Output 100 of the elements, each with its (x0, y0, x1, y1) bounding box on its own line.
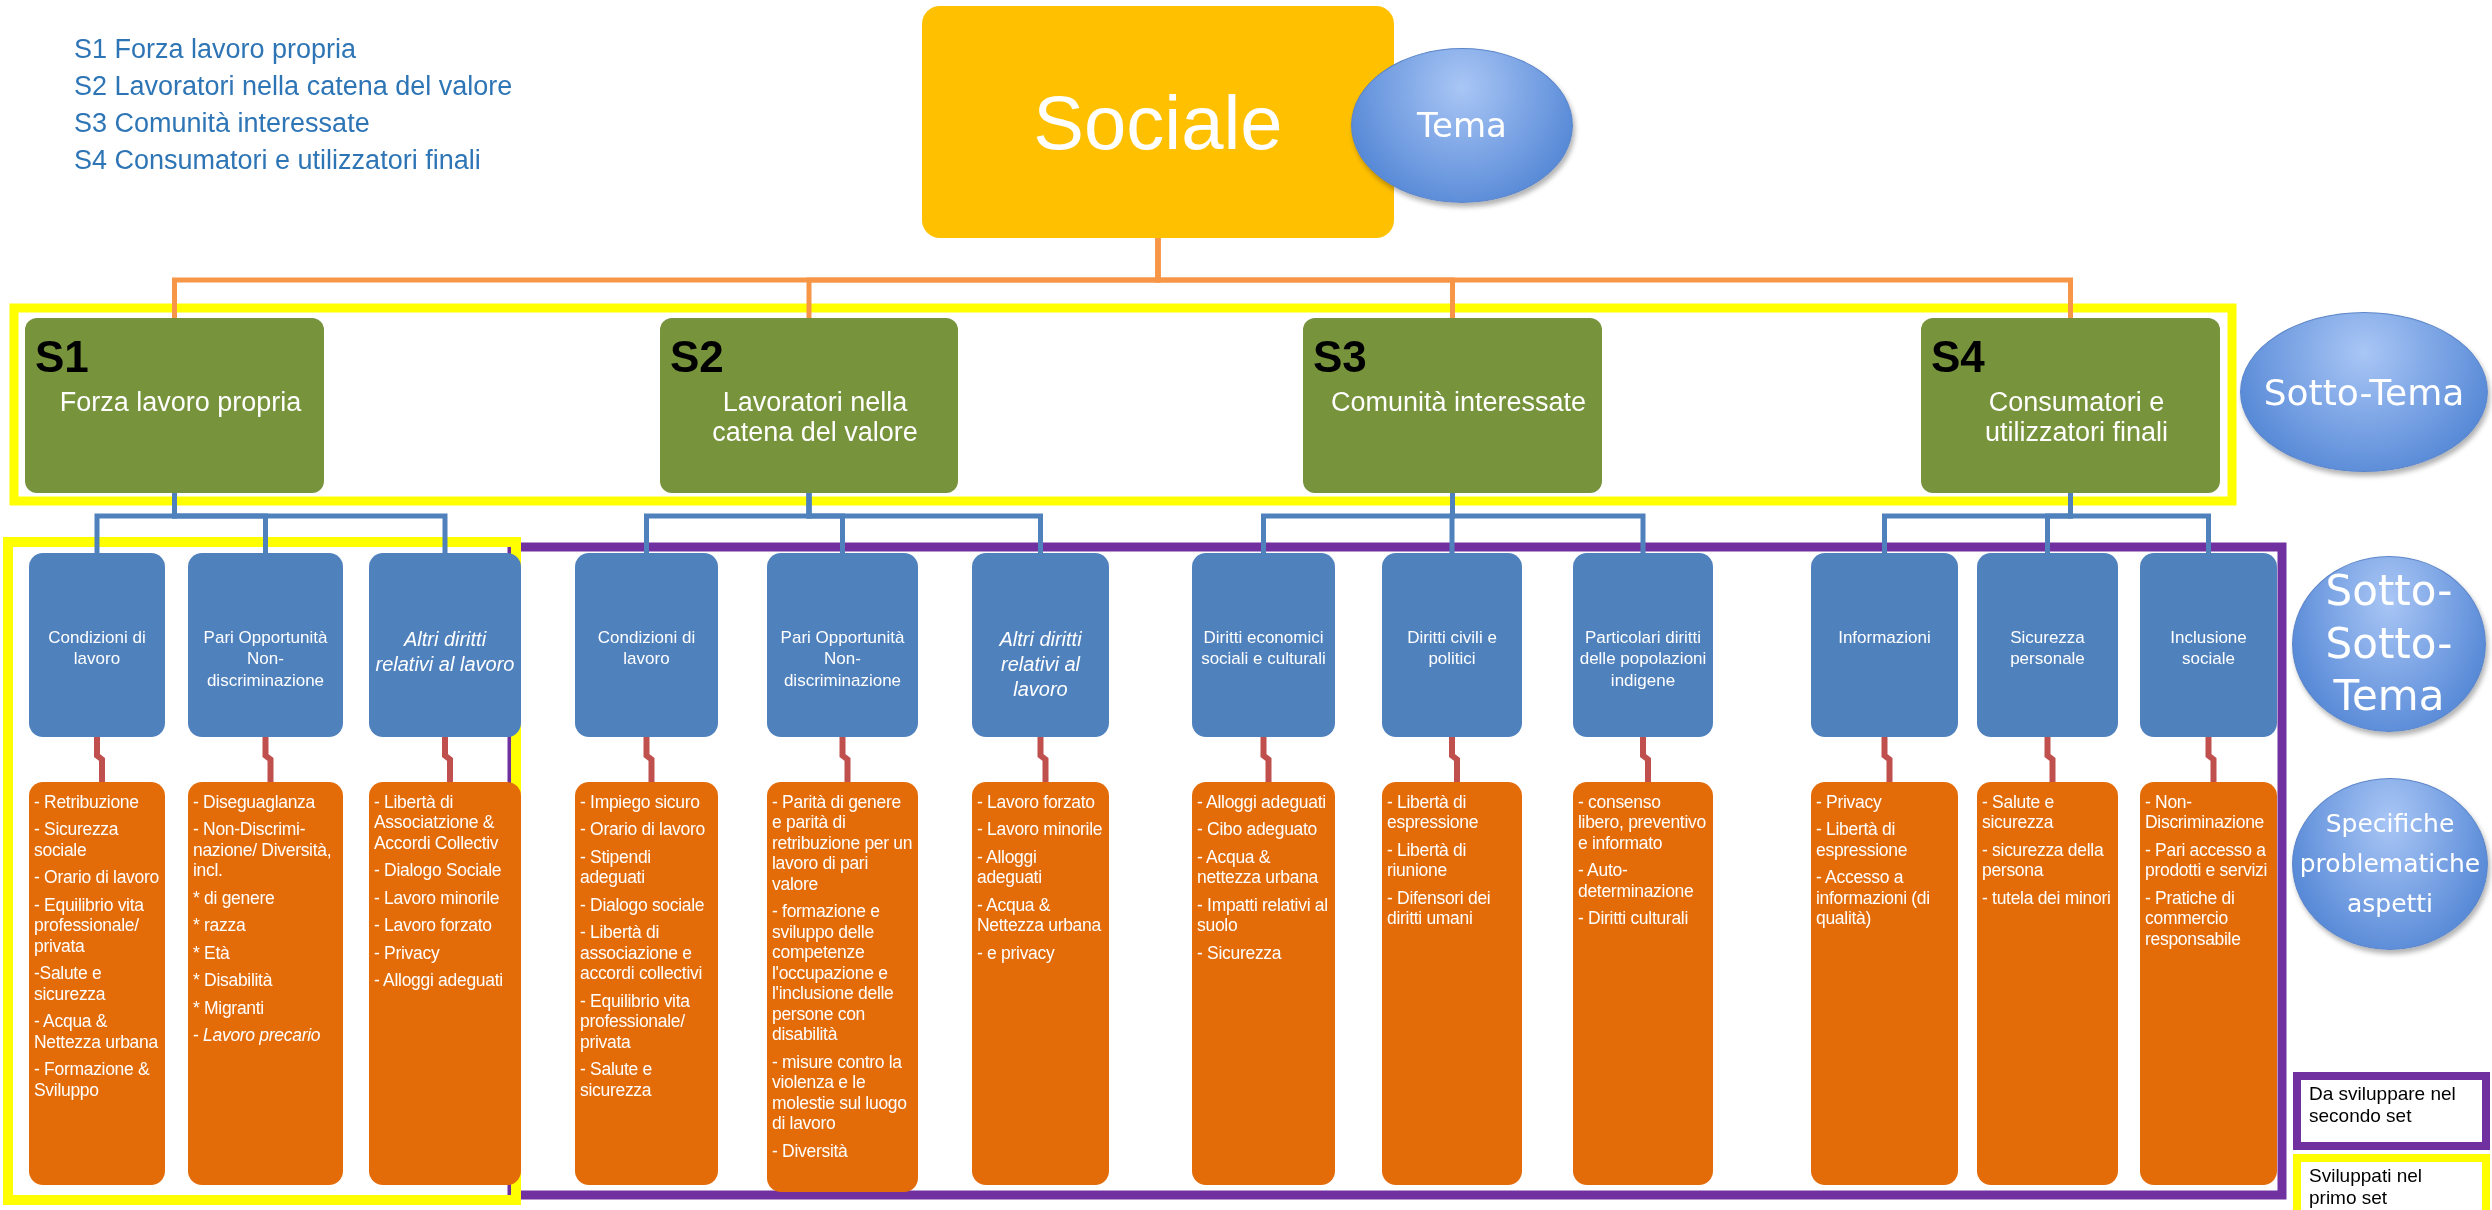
list-item: - Difensori dei diritti umani (1387, 887, 1492, 929)
issue-box (1977, 782, 2118, 1185)
list-item: - Alloggi adeguati (374, 970, 504, 991)
subsubtheme-box (2140, 553, 2277, 737)
list-item: - Lavoro forzato (374, 915, 493, 936)
connector-line (1450, 493, 1646, 553)
list-item: - Salute e sicurezza (1982, 792, 2055, 833)
note-text: S4 Consumatori e utilizzatori finali (74, 145, 481, 176)
section-number: S2 (670, 332, 724, 382)
connector-line (839, 737, 851, 782)
section-number: S3 (1313, 332, 1367, 382)
list-item: * Migranti (193, 997, 265, 1019)
box-label: Particolari diritti delle popolazioni indigene (1579, 627, 1707, 691)
subsubtheme-box (29, 553, 165, 737)
box-label: Altri diritti relativi al lavoro (375, 627, 515, 677)
list-item: - Pari accesso a prodotti e servizi (2145, 839, 2268, 881)
subsubtheme-box (972, 553, 1109, 737)
list-item: - Libertà di espressione (1387, 792, 1480, 833)
connector-line (1449, 737, 1460, 782)
issue-box (1192, 782, 1335, 1185)
list-item: - Salute e sicurezza (580, 1059, 653, 1101)
connector-line (172, 493, 448, 553)
list-item: - Formazione & Sviluppo (34, 1059, 151, 1101)
legend-text: Sviluppati nel primo set (2309, 1165, 2423, 1208)
connector-line (94, 737, 105, 782)
note-text: S2 Lavoratori nella catena del valore (74, 71, 513, 102)
connector-line (1881, 737, 1893, 782)
issue-box (972, 782, 1109, 1185)
list-item: - Lavoro forzato (977, 792, 1096, 813)
subsubtheme-box (188, 553, 343, 737)
list-item: - Dialogo sociale (580, 894, 706, 916)
list-item: - sicurezza della persona (1982, 839, 2105, 881)
subtheme-box (1921, 318, 2220, 493)
subtheme-box (660, 318, 958, 493)
list-item: - Libertà di espressione (1816, 819, 1909, 861)
connector-line (2205, 737, 2217, 782)
list-item: - tutela dei minori (1982, 887, 2112, 909)
issue-box (2140, 782, 2277, 1185)
subsubtheme-box (1192, 553, 1335, 737)
theme-title: Sociale (1033, 78, 1283, 166)
box-label: Condizioni di lavoro (47, 627, 147, 670)
list-item: - formazione e sviluppo delle competenze l'occupazione e l'inclusione delle persone con disabilità (772, 901, 895, 1045)
box-label: Condizioni di lavoro (596, 627, 697, 670)
list-item: - Equilibrio vita professionale/ privata (34, 894, 145, 957)
list-item: - Non- Discriminazione (2145, 792, 2265, 833)
connector-line (1260, 737, 1272, 782)
list-item: - Dialogo Sociale (374, 860, 503, 881)
list-item: - Pratiche di commercio responsabile (2145, 887, 2242, 950)
note-text: S3 Comunità interessate (74, 108, 370, 139)
subtheme-box (25, 318, 324, 493)
list-item: - Alloggi adeguati (977, 846, 1043, 888)
ellipse-label: Specifiche problematiche aspetti (2298, 808, 2482, 920)
section-number: S1 (35, 332, 89, 382)
connector-line (806, 493, 1043, 553)
section-title: Lavoratori nella catena del valore (711, 388, 919, 448)
ellipse-label: Sotto-Tema (2262, 370, 2466, 415)
box-label: Diritti civili e politici (1406, 627, 1498, 670)
list-item: - Diseguaglanza (193, 792, 317, 813)
list-item: - Impatti relativi al suolo (1197, 894, 1329, 936)
legend-text: Da sviluppare nel secondo set (2309, 1083, 2456, 1126)
subsubtheme-box (1382, 553, 1522, 737)
connector-line (442, 737, 453, 782)
ellipse-label: Sotto-Sotto-Tema (2324, 565, 2454, 723)
list-item: - Auto- determinazione (1578, 860, 1695, 902)
connector-line (643, 737, 655, 782)
connector-line (1037, 737, 1049, 782)
list-item: - Stipendi adeguati (580, 846, 652, 888)
list-item: * Età (193, 942, 231, 964)
list-item: - Accesso a informazioni (di qualità) (1816, 867, 1931, 929)
list-item: - e privacy (977, 942, 1056, 964)
list-item: - Libertà di Associatzione & Accordi Collectiv (374, 792, 500, 854)
theme-box (922, 6, 1394, 238)
section-title: Forza lavoro propria (58, 388, 303, 418)
box-label: Informazioni (1837, 627, 1932, 649)
list-item: - Diversità (772, 1140, 849, 1161)
list-item: - Sicurezza sociale (34, 819, 120, 861)
issue-box (1573, 782, 1713, 1185)
list-item: - misure contro la violenza e le molestie sul luogo di lavoro (772, 1051, 908, 1134)
list-item: - Cibo adeguato (1197, 819, 1319, 840)
list-item: - Retribuzione (34, 792, 140, 813)
connector-line (262, 737, 274, 782)
issue-box (369, 782, 521, 1185)
list-item: - Acqua & Nettezza urbana (977, 894, 1103, 936)
list-item: - Sicurezza (1197, 942, 1283, 964)
ellipse-label: Tema (1416, 104, 1508, 147)
subsubtheme-box (369, 553, 521, 737)
issue-box (1811, 782, 1958, 1185)
list-item: - Acqua & nettezza urbana (1197, 846, 1320, 888)
subsubtheme-box (767, 553, 918, 737)
note-text: S1 Forza lavoro propria (74, 34, 357, 65)
box-label: Pari Opportunità Non-discriminazione (202, 627, 329, 691)
connector-line (2068, 493, 2211, 553)
list-item: - Equilibrio vita professionale/ privata (580, 990, 691, 1053)
subsubtheme-box (575, 553, 718, 737)
list-item: * Disabilità (193, 970, 274, 991)
list-item: - Non-Discrimi- nazione/ Diversità, incl. (193, 819, 333, 881)
subsubtheme-box (1977, 553, 2118, 737)
box-label: Altri diritti relativi al lavoro (997, 627, 1083, 702)
list-item: - Lavoro precario (193, 1025, 322, 1046)
subtheme-box (1303, 318, 1602, 493)
